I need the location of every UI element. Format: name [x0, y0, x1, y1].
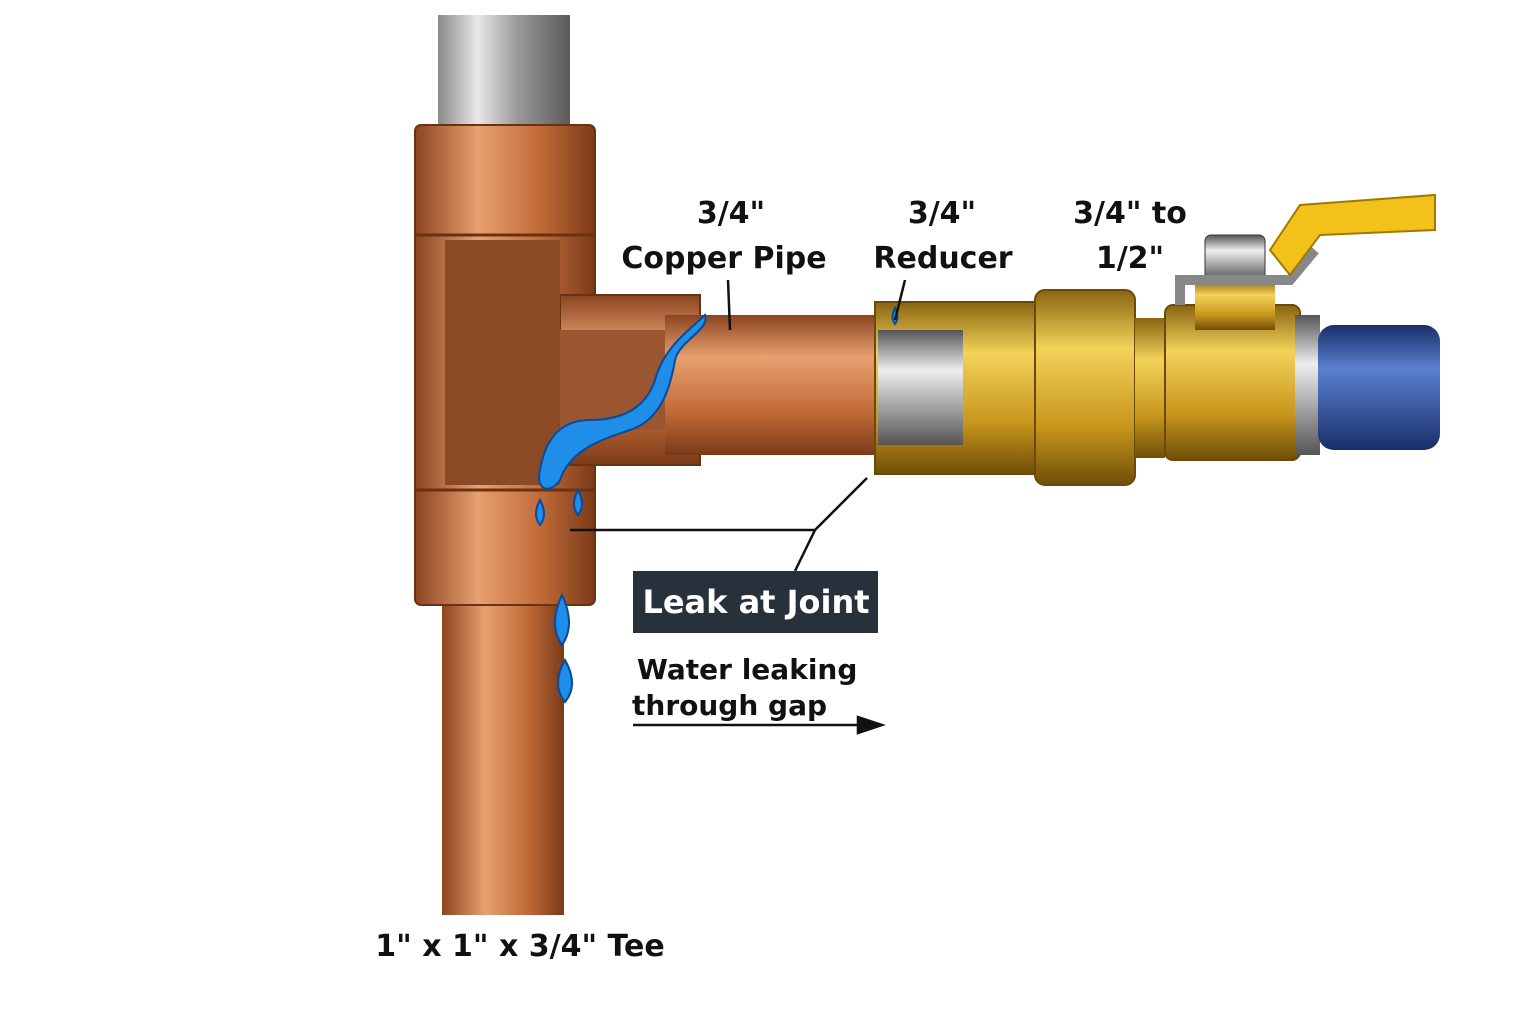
lower-copper-pipe — [442, 600, 564, 915]
valve-size-label-line2: 1/2" — [1096, 241, 1164, 276]
valve-handle — [1268, 193, 1436, 277]
steel-pipe — [438, 15, 570, 130]
leak-label-box — [633, 571, 878, 633]
water-leak — [535, 305, 899, 704]
water-drop-icon — [557, 657, 573, 704]
leak-description-line1: Water leaking — [637, 653, 857, 686]
tee-fitting — [414, 124, 701, 606]
ball-valve — [1135, 193, 1436, 461]
valve-size-label-line1: 3/4" to — [1073, 196, 1187, 231]
copper-pipe — [665, 315, 895, 455]
tee-label: 1" x 1" x 3/4" Tee — [375, 929, 664, 964]
leak-label: Leak at Joint — [642, 583, 869, 621]
copper-pipe-label: Copper Pipe — [621, 241, 826, 276]
water-drop-icon — [554, 592, 570, 647]
reducer-label: Reducer — [873, 241, 1012, 276]
reducer — [874, 289, 1136, 486]
copper-pipe-size-label: 3/4" — [697, 196, 765, 231]
reducer-size-label: 3/4" — [908, 196, 976, 231]
leak-description-line2: through gap — [632, 689, 827, 722]
pex-pipe — [1318, 325, 1440, 450]
leader-lines — [570, 279, 907, 735]
